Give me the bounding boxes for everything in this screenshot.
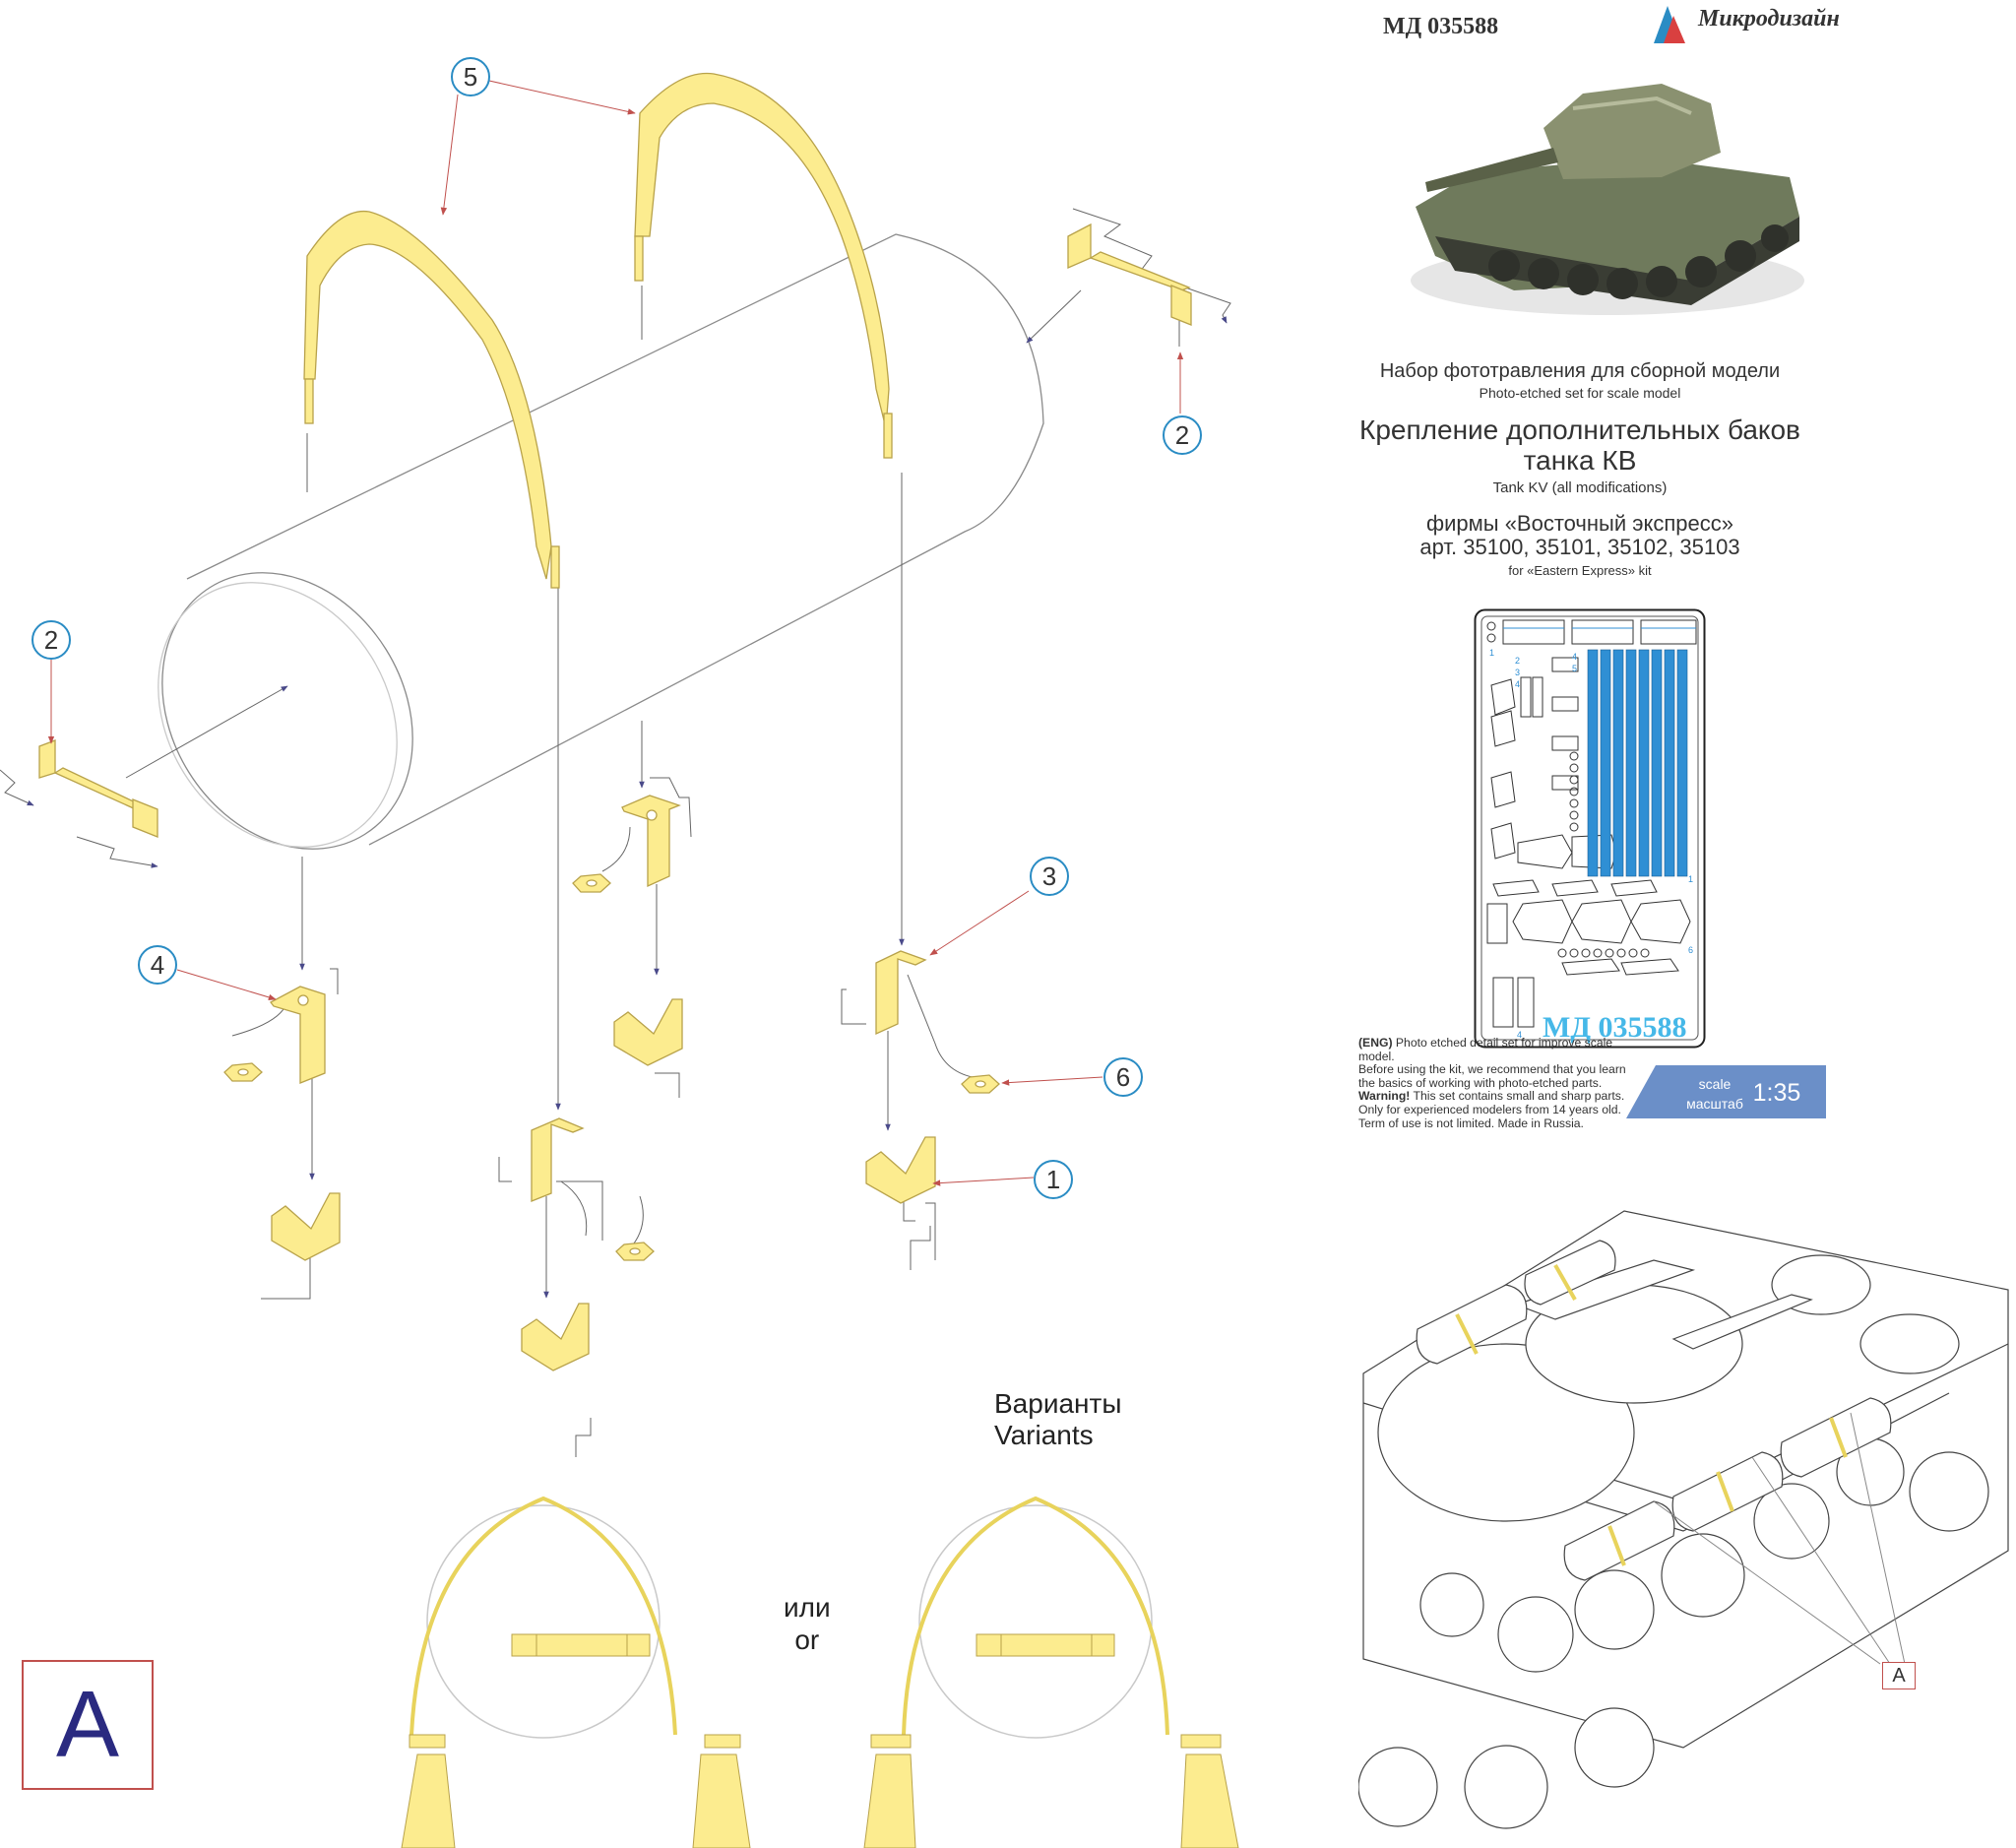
callout-4: 4	[138, 945, 177, 985]
safety-notes: (ENG) Photo etched detail set for improv…	[1358, 1036, 1644, 1130]
tank-isometric-view	[1358, 1210, 2009, 1829]
notes-line1: (ENG) Photo etched detail set for improv…	[1358, 1036, 1613, 1063]
kit-info-ru-line2: арт. 35100, 35101, 35102, 35103	[1419, 535, 1740, 559]
bracket-part-2-left	[38, 739, 158, 838]
callout-5-left: 5	[451, 57, 490, 96]
fret-label-4b: 4	[1572, 652, 1577, 662]
fret-label-4c: 4	[1517, 1030, 1522, 1040]
callout-6: 6	[1103, 1057, 1143, 1097]
fret-label-4: 4	[1515, 679, 1520, 689]
supports-part-1	[271, 998, 936, 1371]
or-en: or	[794, 1625, 820, 1655]
callout-2-left: 2	[32, 620, 71, 660]
fret-code: МД 035588	[1543, 1011, 1686, 1044]
scale-word-en: scale	[1698, 1076, 1732, 1092]
title-ru-line2: танка КВ	[1523, 445, 1637, 476]
or-ru: или	[784, 1592, 831, 1623]
callout-leaders	[47, 80, 1184, 1186]
clip-part-4	[270, 986, 326, 1084]
notes-line5: Only for experienced modelers from 14 ye…	[1358, 1102, 1621, 1116]
strap-part-5-right	[634, 72, 893, 459]
scale-badge	[1626, 1065, 1826, 1118]
fret-label-5: 5	[1572, 664, 1577, 673]
tank-photo	[1411, 84, 1804, 315]
notes-line4: Warning! This set contains small and sha…	[1358, 1089, 1625, 1104]
notes-line6: Term of use is not limited. Made in Russ…	[1358, 1115, 1584, 1130]
notes-line2: Before using the kit, we recommend that …	[1358, 1062, 1626, 1077]
fret-label-1b: 1	[1688, 874, 1693, 884]
variants-ru: Варианты	[994, 1388, 1122, 1419]
clip-part-3	[875, 950, 927, 1036]
strap-part-5-left	[303, 210, 560, 589]
variant-2-diagram	[863, 1496, 1239, 1848]
section-label: A	[55, 1672, 120, 1777]
title-ru-line1: Крепление дополнительных баков	[1359, 414, 1800, 445]
fuel-tank-cylinder	[158, 233, 1044, 850]
variant-1-diagram	[401, 1496, 751, 1848]
clip-center-upper	[621, 795, 681, 888]
callout-2-right: 2	[1163, 415, 1202, 455]
kit-info-ru-line1: фирмы «Восточный экспресс»	[1426, 511, 1733, 536]
bracket-part-2-right	[1067, 223, 1192, 326]
fret-label-1: 1	[1489, 648, 1494, 658]
title-ru: Крепление дополнительных баков танка КВ	[1339, 414, 1821, 476]
scale-value: 1:35	[1752, 1079, 1801, 1107]
product-code: МД 035588	[1383, 14, 1499, 39]
clip-center-lower	[531, 1117, 585, 1202]
notes-line3: the basics of working with photo-etched …	[1358, 1075, 1603, 1090]
variants-heading: Варианты Variants	[994, 1388, 1121, 1451]
or-label: или or	[784, 1591, 831, 1656]
photo-etch-fret: 1 2 3 4 4 5 6 1 4 МД 035588	[1474, 608, 1706, 1049]
fret-label-3: 3	[1515, 668, 1520, 677]
section-label-frame	[22, 1660, 154, 1790]
subtitle-en: Photo-etched set for scale model	[1479, 385, 1681, 401]
view-callout-a: A	[1882, 1662, 1916, 1689]
fret-label-6: 6	[1688, 945, 1693, 955]
alignment-lines	[0, 208, 1231, 1457]
kit-info-ru: фирмы «Восточный экспресс» арт. 35100, 3…	[1339, 512, 1821, 559]
callout-1: 1	[1034, 1160, 1073, 1199]
variants-en: Variants	[994, 1420, 1094, 1450]
fret-label-2: 2	[1515, 656, 1520, 666]
kit-info-en: for «Eastern Express» kit	[1508, 563, 1652, 578]
subtitle-ru: Набор фототравления для сборной модели	[1379, 360, 1781, 382]
callout-3: 3	[1030, 857, 1069, 896]
scale-word-ru: масштаб	[1686, 1096, 1743, 1112]
brand-name: Микродизайн	[1698, 6, 1840, 32]
washers-part-6	[223, 873, 1000, 1261]
brand-logo	[1654, 6, 1685, 43]
title-en: Tank KV (all modifications)	[1492, 479, 1668, 496]
